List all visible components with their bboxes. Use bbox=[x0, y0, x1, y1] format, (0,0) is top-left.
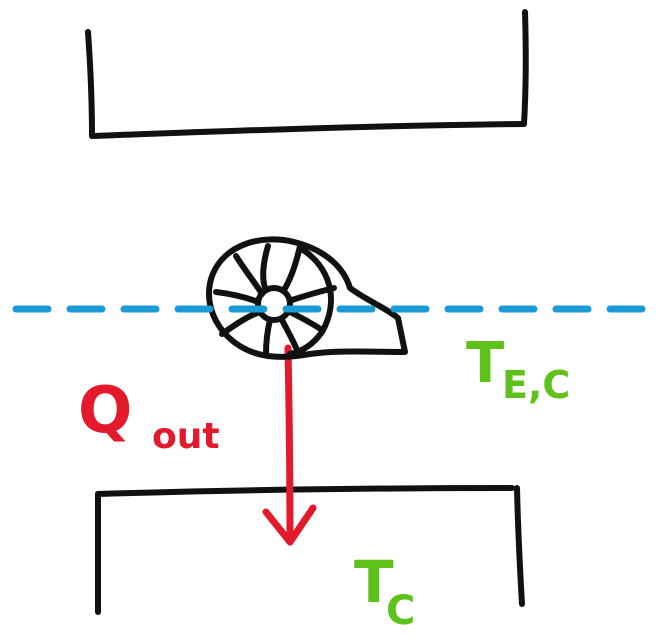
turbine-engine-icon bbox=[206, 236, 408, 360]
engine-temp-symbol: T bbox=[466, 331, 504, 396]
heat-subscript: out bbox=[152, 416, 220, 457]
heat-symbol: Q bbox=[78, 374, 132, 448]
engine-temp-subscript: E,C bbox=[502, 363, 570, 407]
heat-flow-arrow bbox=[262, 344, 317, 546]
bottom-reservoir bbox=[94, 485, 525, 615]
cold-temperature-label: T C bbox=[354, 548, 415, 634]
top-reservoir bbox=[85, 9, 529, 139]
cold-temp-symbol: T bbox=[354, 548, 394, 616]
cold-temp-subscript: C bbox=[386, 588, 415, 634]
heat-out-label: Q out bbox=[78, 374, 220, 457]
engine-temperature-label: T E,C bbox=[466, 331, 570, 407]
